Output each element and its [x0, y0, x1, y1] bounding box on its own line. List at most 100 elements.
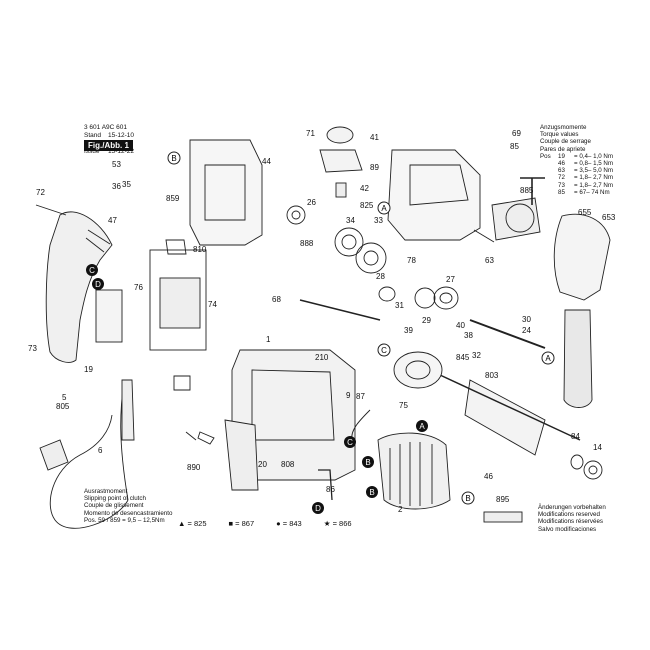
legend-item: ▲ = 825 — [178, 519, 207, 528]
screw — [185, 431, 197, 441]
symbol-legend: ▲ = 825 ■ = 867 ● = 843 ★ = 866 — [178, 519, 352, 528]
callout: 46 — [484, 472, 493, 481]
svg-text:C: C — [381, 346, 387, 355]
torque-row: 72= 1,8– 2,7 Nm — [558, 174, 614, 182]
motor-bearing — [583, 460, 603, 480]
clip-holder — [173, 375, 191, 391]
callout: 69 — [512, 129, 521, 138]
callout: 805 — [56, 402, 70, 411]
torque-row: 46= 0,8– 1,5 Nm — [558, 160, 614, 168]
svg-text:A: A — [419, 422, 425, 431]
motor-housing — [231, 349, 356, 481]
callout: 6 — [98, 446, 103, 455]
svg-text:C: C — [89, 266, 95, 275]
spindle — [469, 319, 546, 349]
bearing-ring — [433, 286, 459, 310]
callout: 888 — [300, 239, 314, 248]
callout: 47 — [108, 216, 117, 225]
issue-date: 15-12-22 — [108, 148, 135, 155]
callout: 19 — [84, 365, 93, 374]
callout: 803 — [485, 371, 499, 380]
callout: 53 — [112, 160, 121, 169]
callout: 895 — [496, 495, 510, 504]
callout: 35 — [122, 180, 131, 189]
plug — [39, 439, 69, 471]
callout: 41 — [370, 133, 379, 142]
callout: 63 — [485, 256, 494, 265]
selector-knob — [326, 126, 354, 144]
callout: 24 — [522, 326, 531, 335]
callout: 31 — [395, 301, 404, 310]
callout: 76 — [134, 283, 143, 292]
svg-text:C: C — [347, 438, 353, 447]
side-handle — [553, 213, 611, 301]
callout: 28 — [376, 272, 385, 281]
callout: 885 — [520, 186, 534, 195]
clutch-note: Ausrastmoment Slipping point of clutch C… — [84, 488, 173, 524]
armature — [464, 379, 546, 456]
callout: 210 — [315, 353, 329, 362]
callout: 44 — [262, 157, 271, 166]
stand-date: 15-12-10 — [108, 132, 135, 139]
marker-a-open: A — [377, 201, 391, 215]
callout: 68 — [272, 295, 281, 304]
screw — [35, 204, 67, 216]
torque-line: Couple de serrage — [540, 138, 591, 146]
callout: 75 — [399, 401, 408, 410]
callout: 38 — [464, 331, 473, 340]
grease-tube — [483, 511, 523, 523]
callout: 26 — [307, 198, 316, 207]
bracket-box — [149, 249, 207, 351]
retaining-ring — [570, 454, 584, 470]
stand-label: Stand — [84, 132, 101, 139]
wire-bridge — [318, 469, 333, 501]
callout: 86 — [326, 485, 335, 494]
svg-text:B: B — [365, 458, 370, 467]
callout: 71 — [306, 129, 315, 138]
svg-text:A: A — [381, 204, 387, 213]
torque-row: 85= 67– 74 Nm — [558, 188, 610, 196]
callout: 78 — [407, 256, 416, 265]
lower-handle — [224, 419, 259, 491]
callout: 20 — [258, 460, 267, 469]
callout: 9 — [346, 391, 351, 400]
callout: 845 — [456, 353, 470, 362]
svg-text:A: A — [545, 354, 551, 363]
callout: 42 — [360, 184, 369, 193]
callout: 84 — [571, 432, 580, 441]
callout: 34 — [346, 216, 355, 225]
side-handle-grip — [563, 309, 593, 408]
callout: 653 — [602, 213, 616, 222]
legend-item: ● = 843 — [276, 519, 302, 528]
screw — [473, 229, 495, 243]
callout: 859 — [166, 194, 180, 203]
clip — [197, 431, 215, 445]
cable-protector — [121, 379, 135, 441]
callout: 40 — [456, 321, 465, 330]
marker-c-filled: C — [86, 264, 98, 276]
svg-text:B: B — [369, 488, 374, 497]
callout: 2 — [398, 505, 403, 514]
ring — [378, 286, 396, 302]
callout: 27 — [446, 275, 455, 284]
marker-b-open: B — [461, 491, 475, 505]
torque-line: Pares de apriete — [540, 145, 586, 153]
handle-housing-half — [45, 211, 113, 363]
svg-text:D: D — [95, 280, 101, 289]
callout: 655 — [578, 208, 592, 217]
callout: 74 — [208, 300, 217, 309]
gear-housing — [189, 139, 263, 246]
drawing-number: 3 601 A9C 601 — [84, 124, 128, 131]
shaft — [299, 299, 381, 321]
callout: 72 — [36, 188, 45, 197]
chuck-key — [520, 177, 545, 205]
callout: 85 — [510, 142, 519, 151]
figure-label: Fig./Abb. 1 — [84, 140, 133, 151]
clip-holder — [165, 239, 187, 255]
callout: 810 — [193, 245, 207, 254]
callout: 33 — [374, 216, 383, 225]
